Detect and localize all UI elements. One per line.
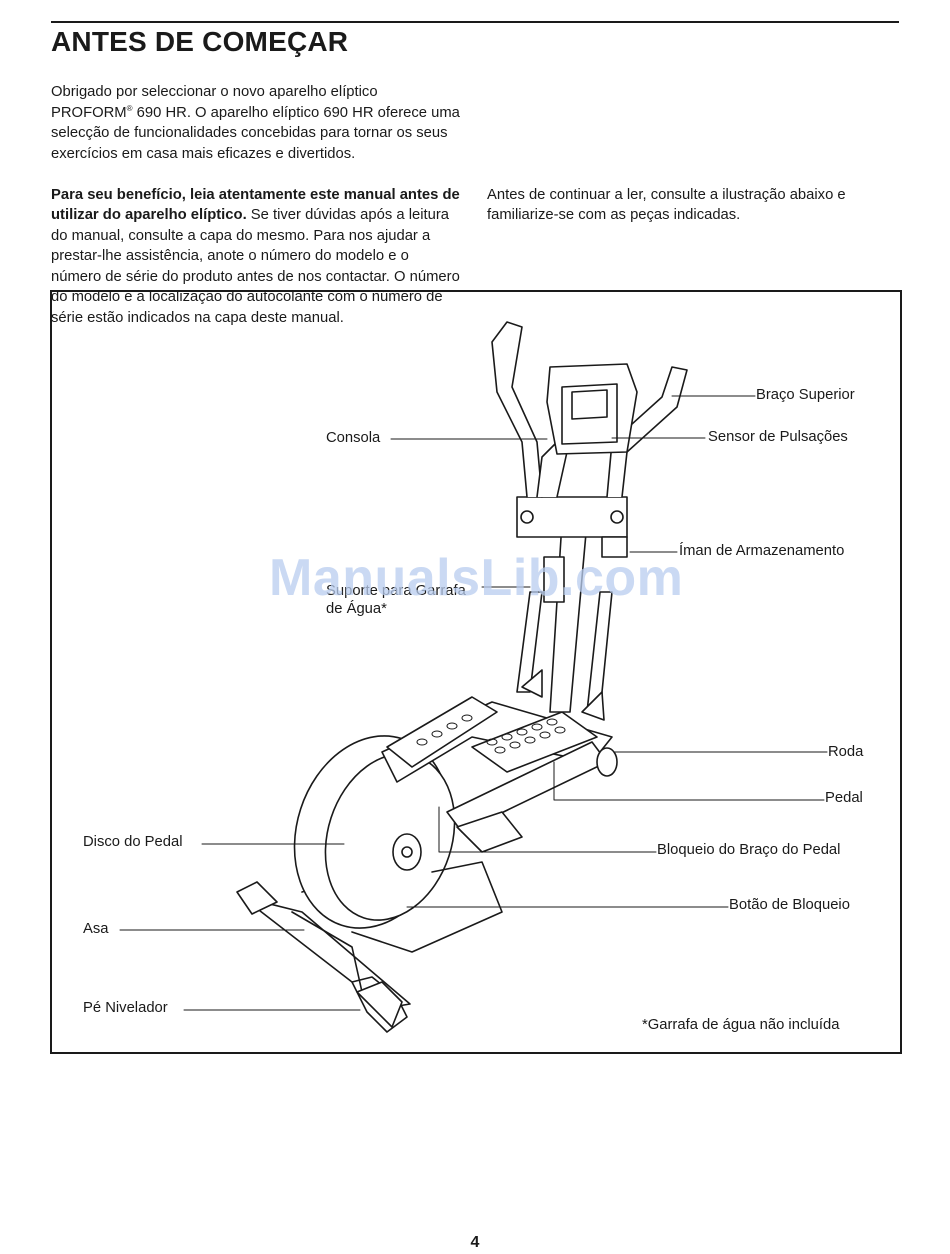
label-braco-superior: Braço Superior — [756, 387, 855, 403]
intro-bold-notice: Para seu benefício, leia atentamente est… — [51, 186, 460, 224]
label-consola: Consola — [326, 430, 381, 446]
registered-mark: ® — [126, 103, 133, 113]
label-botao-bloqueio: Botão de Bloqueio — [729, 897, 850, 913]
label-sensor-pulsacoes: Sensor de Pulsações — [708, 429, 848, 445]
watermark: ManualsLib.com — [269, 549, 684, 607]
label-roda: Roda — [828, 744, 864, 760]
intro-paragraph-2: Para seu benefício, leia atentamente est… — [51, 186, 460, 326]
top-rule — [51, 21, 899, 23]
intro-column-right: Antes de continuar a ler, consulte a ilu… — [487, 82, 899, 246]
elliptical-illustration — [119, 321, 828, 1033]
page-number: 4 — [470, 1234, 480, 1251]
label-iman-armazenamento: Íman de Armazenamento — [679, 543, 845, 559]
label-suporte-garrafa: Suporte para Garrafa de Água* — [326, 583, 466, 617]
label-pedal: Pedal — [825, 790, 863, 806]
label-asa: Asa — [83, 921, 109, 937]
label-pe-nivelador: Pé Nivelador — [83, 1000, 168, 1016]
page-title: ANTES DE COMEÇAR — [51, 26, 349, 57]
footnote: *Garrafa de água não incluída — [642, 1017, 840, 1033]
parts-figure: Braço Superior Consola Sensor de Pulsaçõ… — [50, 290, 902, 1054]
intro-paragraph-3: Antes de continuar a ler, consulte a ilu… — [487, 186, 846, 224]
intro-column-left: Obrigado por seleccionar o novo aparelho… — [51, 82, 463, 349]
label-bloqueio-braco-pedal: Bloqueio do Braço do Pedal — [657, 842, 841, 858]
intro-paragraph-1: Obrigado por seleccionar o novo aparelho… — [51, 84, 460, 162]
label-disco-pedal: Disco do Pedal — [83, 834, 183, 850]
